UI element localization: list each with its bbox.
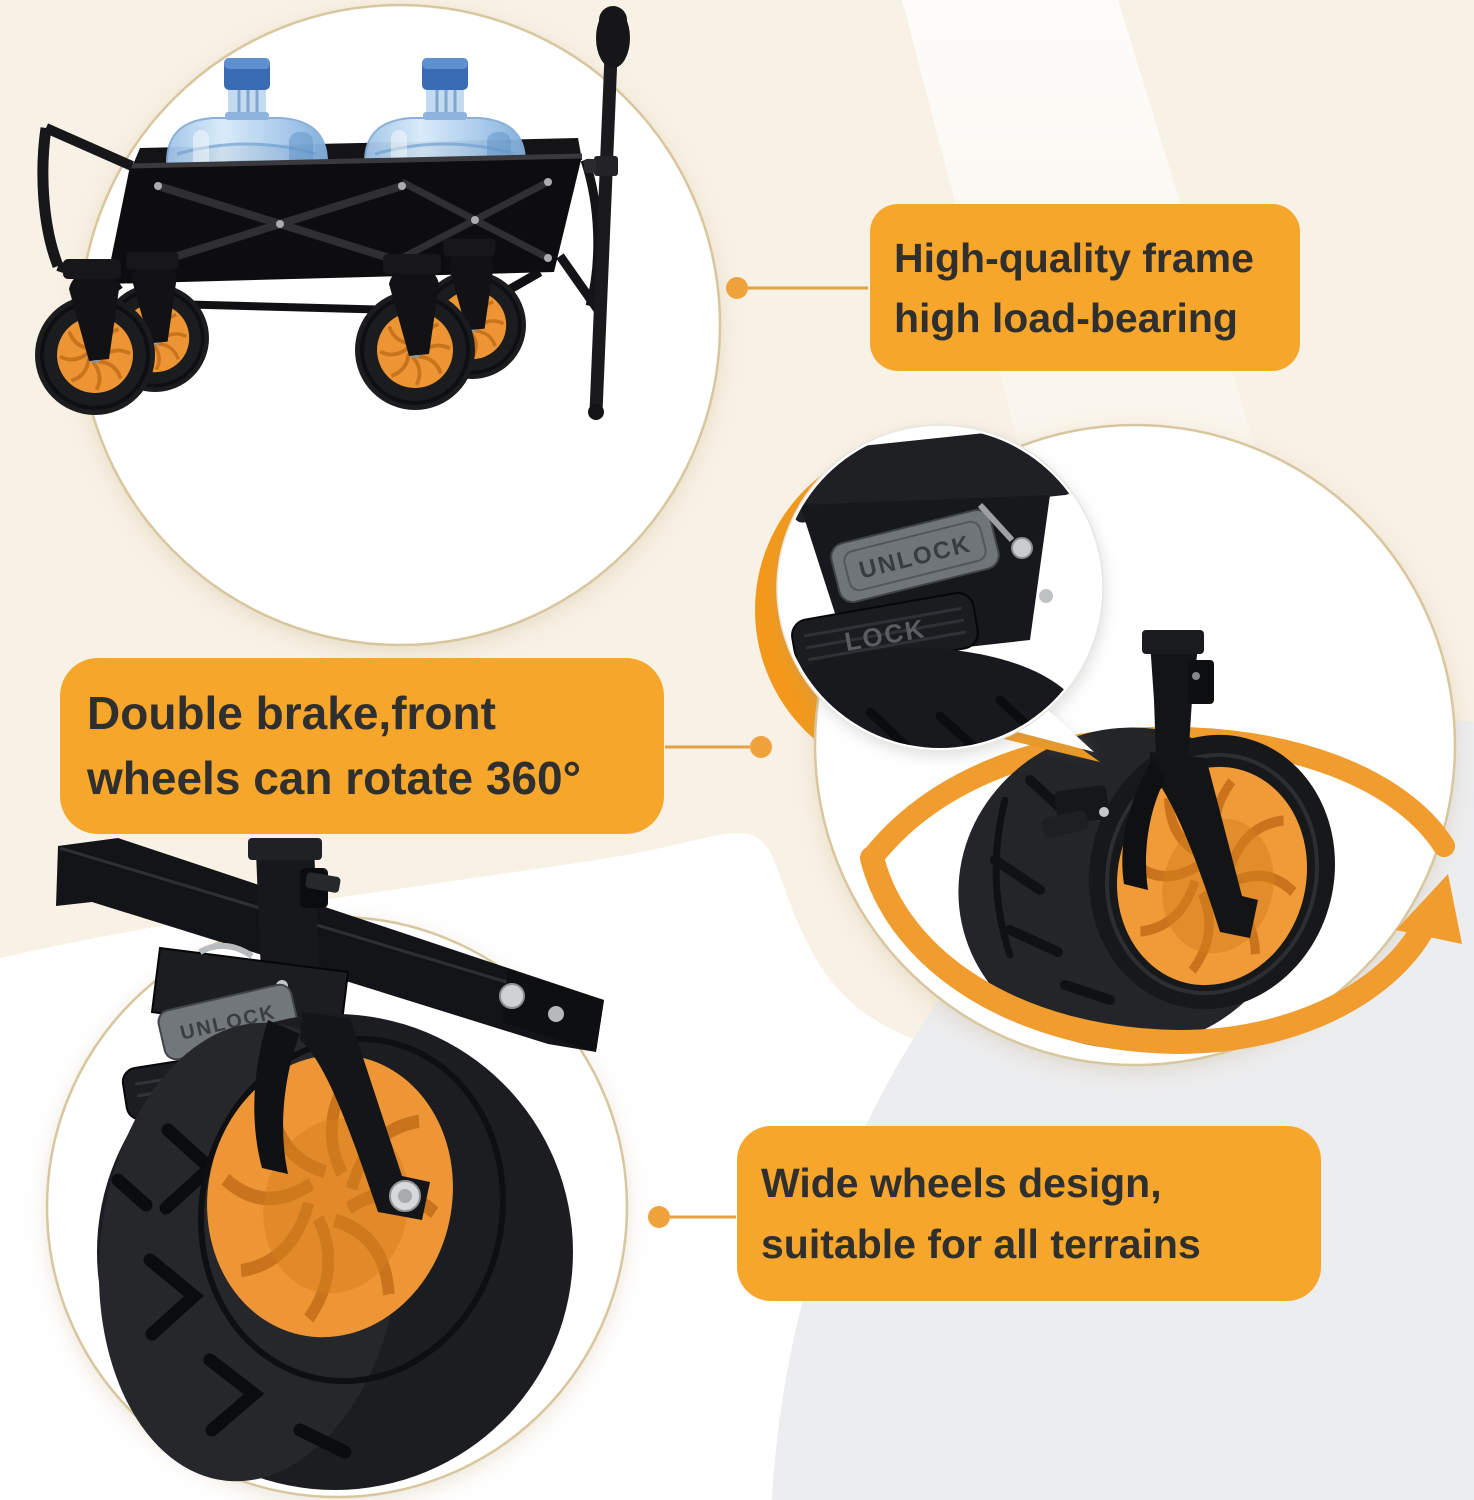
- photo-circle-swivel-wheel: UNLOCK LOCK: [755, 423, 1462, 1067]
- connector-dot: [726, 277, 748, 299]
- axle-bar: [56, 838, 604, 1052]
- callout-brake-line2: wheels can rotate 360°: [87, 752, 581, 804]
- callout-wheels-line1: Wide wheels design,: [761, 1159, 1162, 1206]
- callout-wheels-label: Wide wheels design, suitable for all ter…: [737, 1126, 1321, 1301]
- connector-wheels: [648, 1206, 736, 1228]
- photo-circle-wagon: [35, 3, 722, 647]
- brake-detail-photo: UNLOCK LOCK: [780, 428, 1085, 748]
- unlock-pedal: UNLOCK: [830, 509, 1000, 603]
- callout-wheels-line2: suitable for all terrains: [761, 1220, 1201, 1267]
- swivel-wheel-photo: [958, 630, 1335, 1049]
- callout-frame-line2: high load-bearing: [894, 294, 1238, 341]
- connector-frame: [726, 277, 868, 299]
- caster-fork: [1122, 752, 1258, 938]
- callout-frame-label: High-quality frame high load-bearing: [870, 204, 1300, 371]
- connector-dot: [648, 1206, 670, 1228]
- brake-detail-bubble: UNLOCK LOCK: [776, 424, 1104, 762]
- callout-brake-label: Double brake,front wheels can rotate 360…: [60, 658, 664, 834]
- connector-brake: [665, 736, 772, 758]
- photo-circle-wide-wheel: UNLOCK LOCK: [45, 838, 629, 1499]
- wide-wheel-photo: UNLOCK LOCK: [56, 838, 604, 1490]
- callout-brake-line1: Double brake,front: [87, 687, 496, 739]
- rotation-arrows-icon: [860, 846, 1462, 1055]
- brake-lever: [1041, 785, 1110, 838]
- wagon-photo: [35, 6, 630, 420]
- connector-dot: [750, 736, 772, 758]
- caster-stem: [1142, 630, 1214, 762]
- lock-pedal: LOCK: [791, 591, 979, 677]
- mount-post: [248, 838, 341, 998]
- wagon-handle: [556, 6, 630, 420]
- caster-fork: [254, 1012, 430, 1220]
- callout-frame-line1: High-quality frame: [894, 234, 1254, 281]
